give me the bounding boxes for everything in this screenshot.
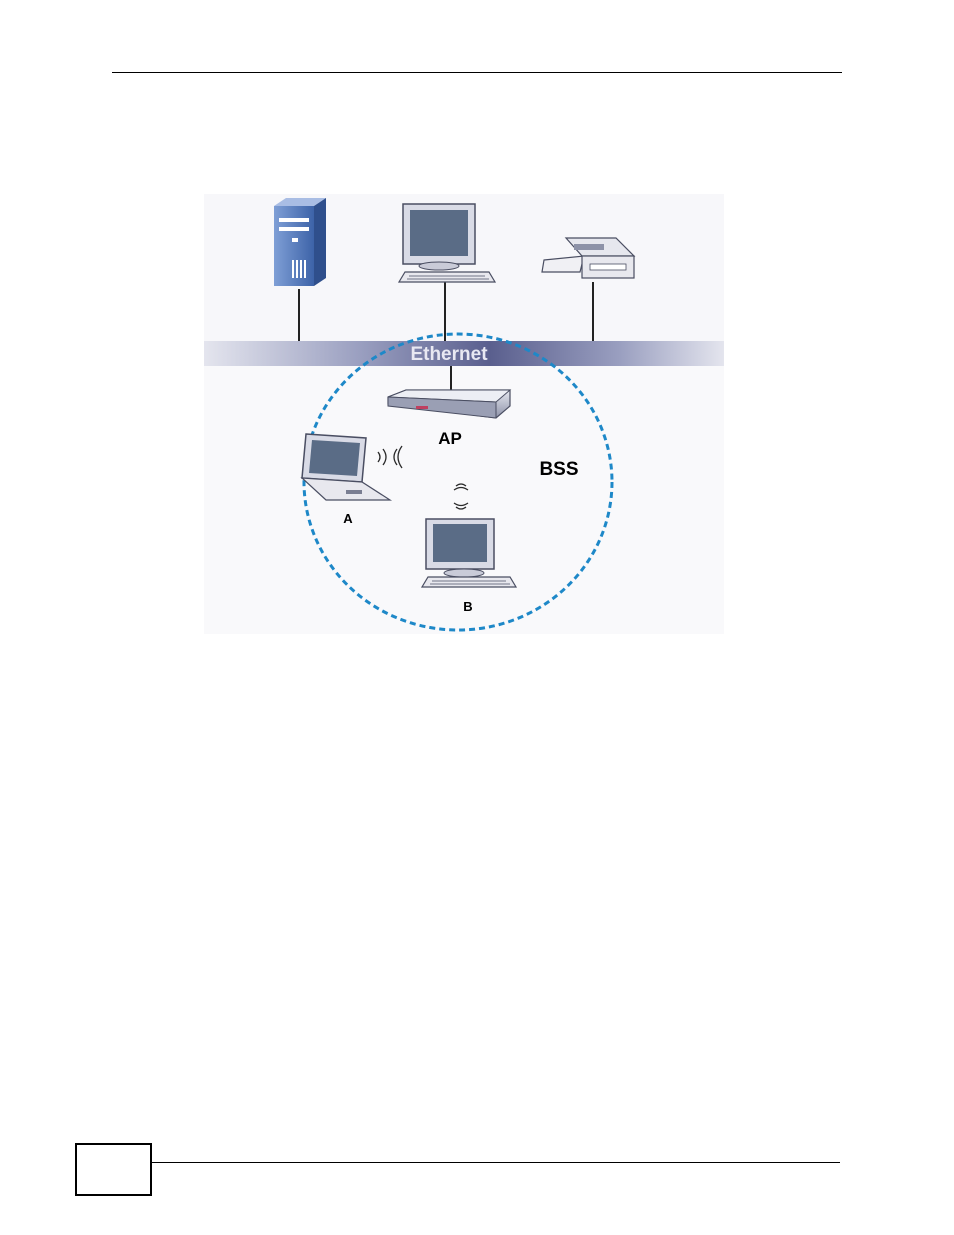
ap-label: AP xyxy=(438,429,462,448)
diagram-canvas: Ethernet AP BSS xyxy=(204,194,724,634)
station-a-label: A xyxy=(343,511,353,526)
station-b-label: B xyxy=(463,599,472,614)
bss-diagram: Ethernet AP BSS xyxy=(204,194,724,634)
header-rule xyxy=(112,72,842,73)
bss-label: BSS xyxy=(539,459,578,480)
ethernet-label: Ethernet xyxy=(410,344,488,365)
server-icon xyxy=(274,198,326,286)
page-number-box xyxy=(75,1143,152,1196)
footer-rule xyxy=(152,1162,840,1163)
